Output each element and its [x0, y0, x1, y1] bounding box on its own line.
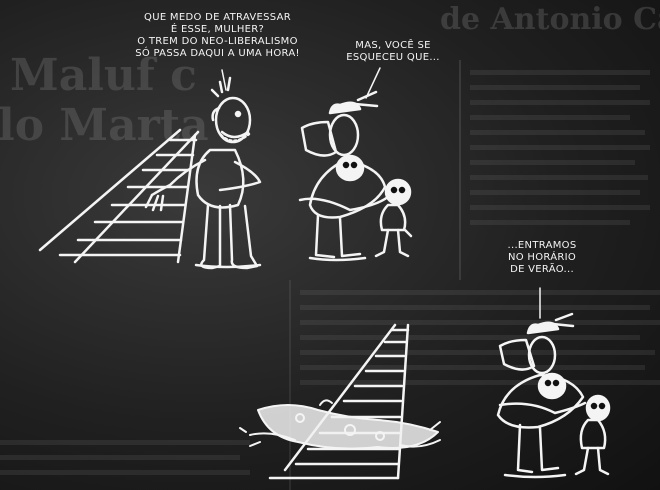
- speech-line: Que medo de atravessar: [144, 12, 291, 23]
- speech-bubble-man: Que medo de atravessar é esse, mulher? O…: [125, 12, 310, 60]
- woman-figure-2: [496, 312, 587, 479]
- speech-bubble-woman-2: ...Entramos no horário de verão...: [496, 240, 588, 276]
- speech-line: no horário: [507, 252, 577, 263]
- speech-line: Mas, você se: [355, 40, 431, 51]
- speech-line: só passa daqui a uma hora!: [135, 48, 300, 59]
- man-figure: [144, 76, 262, 270]
- flattened-man-figure: [239, 399, 441, 450]
- speech-tail-2: [365, 67, 381, 99]
- speech-bubble-woman-1: Mas, você se esqueceu que...: [338, 40, 448, 64]
- child-figure-1: [374, 178, 413, 258]
- speech-line: O trem do neo-liberalismo: [137, 36, 298, 47]
- speech-line: esqueceu que...: [346, 52, 440, 63]
- speech-line: é esse, mulher?: [170, 24, 265, 35]
- speech-tail-1: [221, 69, 227, 91]
- background-headline-left-1: Maluf c: [10, 50, 197, 101]
- railway-track-2: [268, 323, 410, 480]
- railway-track-1: [38, 128, 200, 264]
- speech-line: de verão...: [510, 264, 574, 275]
- background-headline-top: de Antonio Carlos: [440, 2, 660, 37]
- child-figure-2: [574, 394, 611, 476]
- background-headline-left-2: lo Marta: [0, 100, 209, 151]
- woman-figure-1: [298, 90, 392, 262]
- speech-line: ...Entramos: [507, 240, 577, 251]
